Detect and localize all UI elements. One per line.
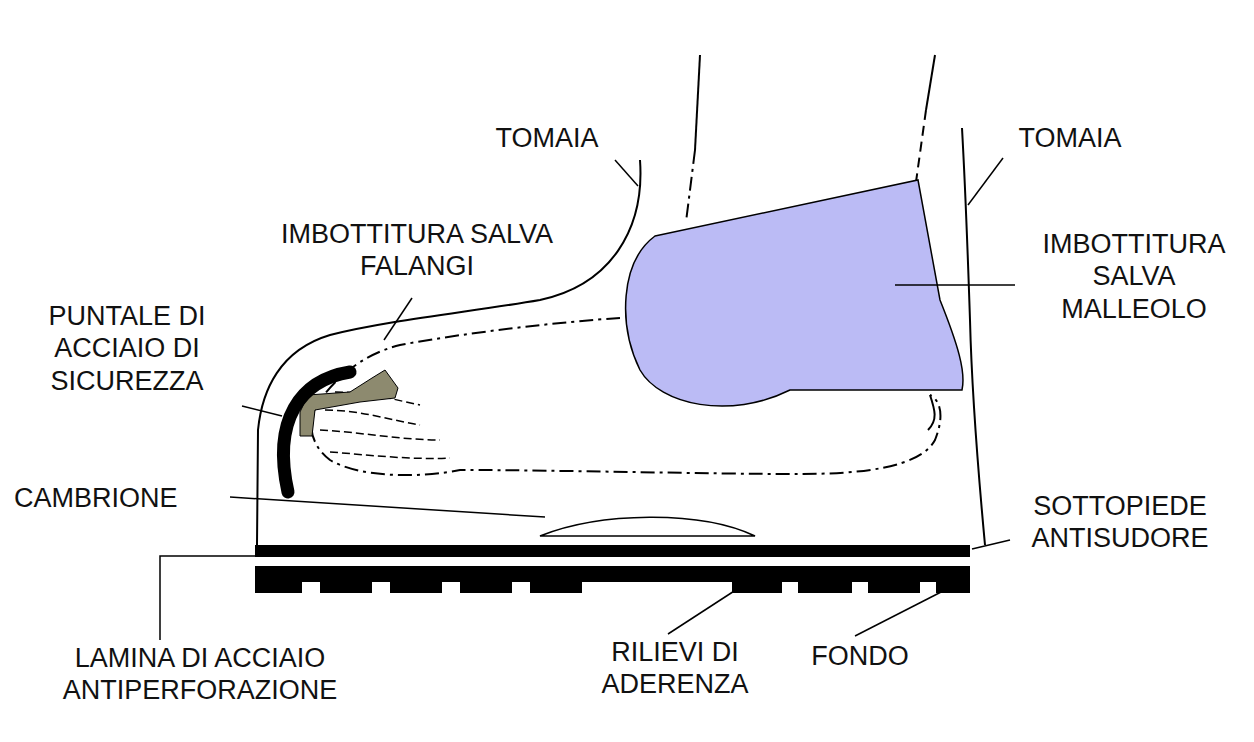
shank bbox=[540, 517, 755, 536]
part-label: PUNTALE DI ACCIAIO DI SICUREZZA bbox=[12, 300, 242, 397]
ankle-padding bbox=[626, 180, 963, 406]
shoe-upper bbox=[257, 160, 640, 545]
leg-line bbox=[686, 150, 695, 222]
part-label: CAMBRIONE bbox=[14, 482, 244, 514]
heel-curve bbox=[928, 395, 935, 430]
leg-line bbox=[916, 110, 926, 182]
tread-gaps bbox=[302, 582, 936, 594]
part-label: IMBOTTITURA SALVA FALANGI bbox=[277, 218, 557, 283]
part-label: SOTTOPIEDE ANTISUDORE bbox=[1000, 490, 1240, 555]
leg-line bbox=[926, 55, 935, 110]
sole-bar bbox=[255, 566, 970, 593]
part-label: TOMAIA bbox=[467, 122, 627, 154]
part-label: FONDO bbox=[790, 640, 930, 672]
leg-line bbox=[695, 55, 700, 150]
insole-bar bbox=[255, 545, 970, 557]
part-label: RILIEVI DI ADERENZA bbox=[590, 636, 760, 701]
leader-lines bbox=[160, 158, 1015, 640]
shoe-upper bbox=[962, 128, 985, 545]
part-label: LAMINA DI ACCIAIO ANTIPERFORAZIONE bbox=[40, 642, 360, 707]
part-label: IMBOTTITURA SALVA MALLEOLO bbox=[1018, 228, 1250, 325]
part-label: TOMAIA bbox=[990, 122, 1150, 154]
steel-toe-cap bbox=[283, 372, 350, 492]
